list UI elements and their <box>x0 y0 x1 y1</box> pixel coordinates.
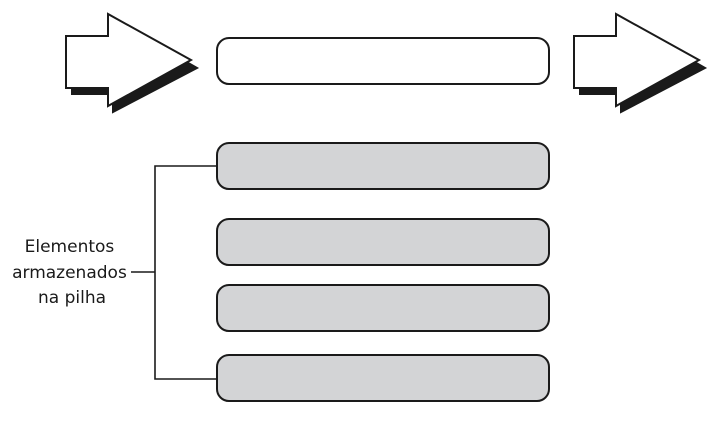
stack-element-3 <box>216 284 550 332</box>
stored-elements-bracket <box>154 165 217 380</box>
push-arrow-body <box>65 12 194 108</box>
stack-element-1 <box>216 142 550 190</box>
stack-element-4 <box>216 354 550 402</box>
stack-empty-slot <box>216 37 550 85</box>
caption-line-2: armazenados <box>12 263 127 283</box>
push-arrow-icon <box>65 12 200 114</box>
caption: Elementos armazenados na pilha <box>12 237 132 308</box>
caption-line-3: na pilha <box>38 288 106 308</box>
caption-line-1: Elementos <box>25 237 115 257</box>
stack-element-2 <box>216 218 550 266</box>
pop-arrow-icon <box>573 12 708 114</box>
pop-arrow-body <box>573 12 702 108</box>
